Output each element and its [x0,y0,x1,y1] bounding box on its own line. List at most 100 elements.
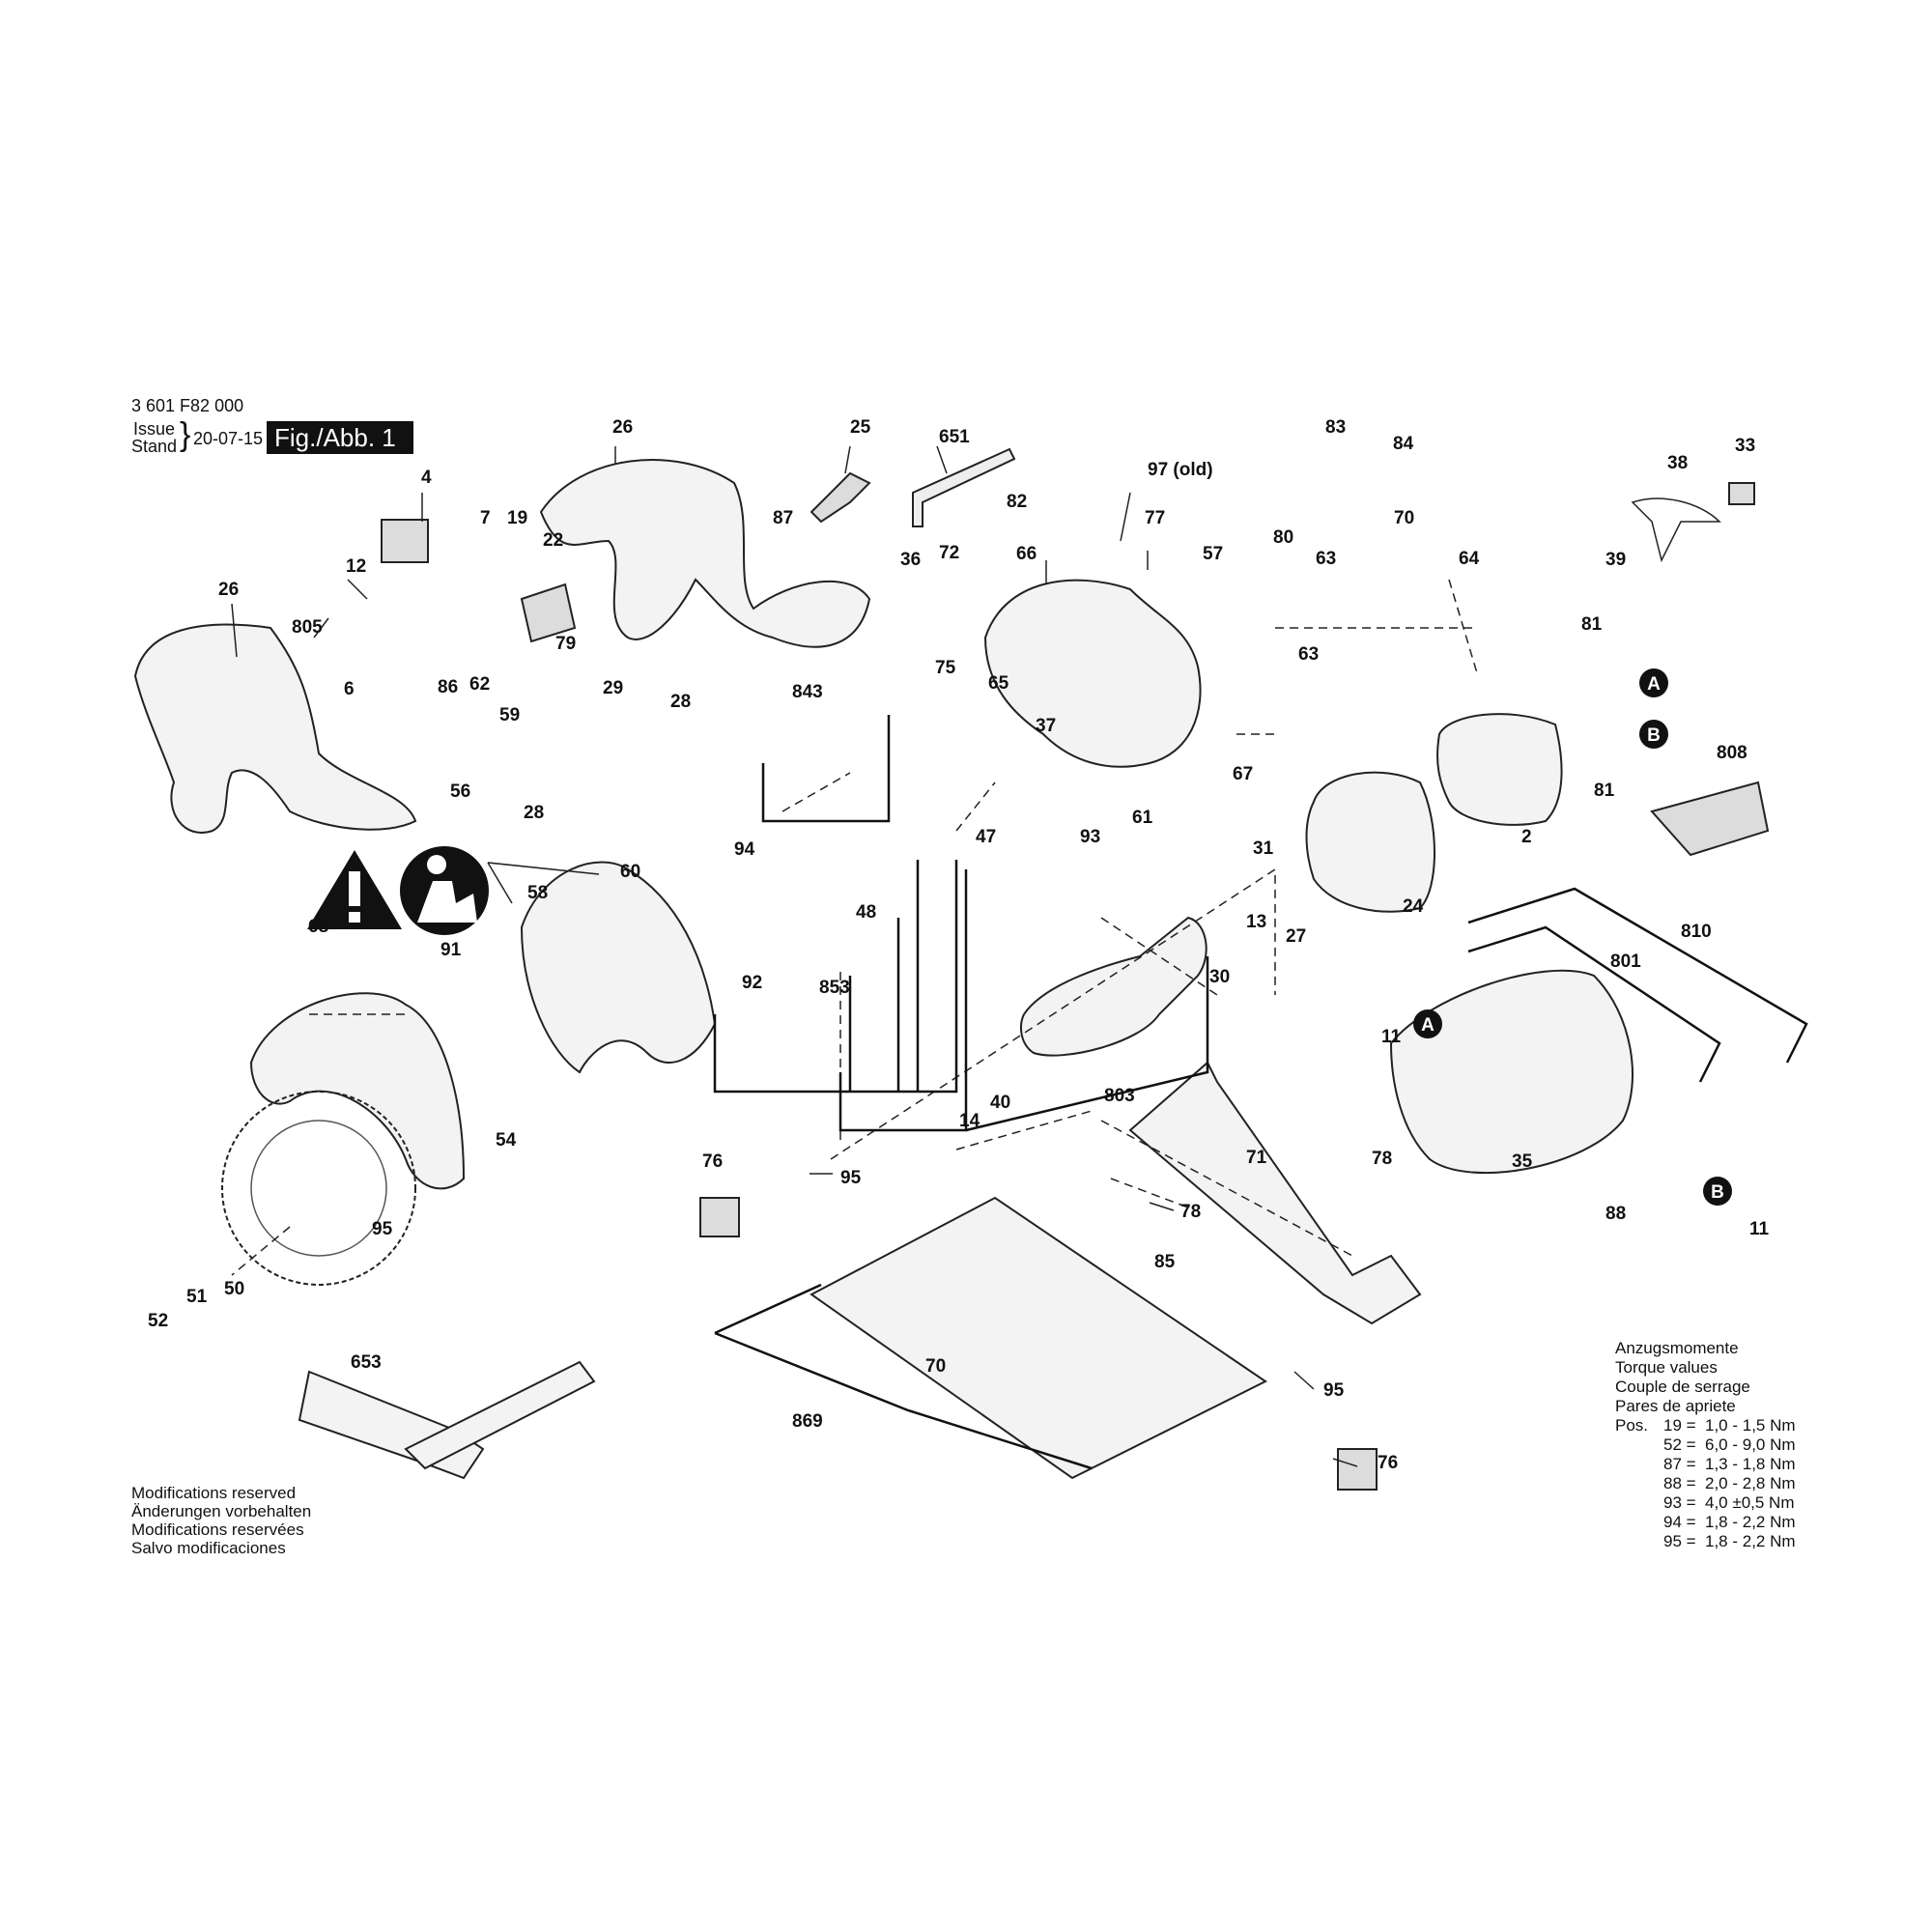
callout-label: 94 [734,839,755,860]
callout-label: 31 [1253,838,1274,859]
pad-shape [520,582,577,643]
callout-label: 47 [976,827,996,847]
torque-title: Couple de serrage [1615,1378,1750,1396]
group-brackets [713,715,1808,1470]
read-manual-icon [400,846,489,935]
torque-row: 19 = 1,0 - 1,5 Nm [1663,1416,1796,1435]
callout-label: 65 [988,673,1009,694]
torque-row: 93 = 4,0 ±0,5 Nm [1663,1493,1795,1512]
callout-label: 810 [1681,922,1712,942]
callout-label: 14 [959,1111,980,1131]
callout-label: 51 [186,1287,208,1307]
block-76-right-shape [1337,1448,1378,1491]
torque-title: Pares de apriete [1615,1397,1736,1415]
modifications-line: Salvo modificaciones [131,1539,286,1557]
callout-label: 869 [792,1411,823,1432]
torque-row: 87 = 1,3 - 1,8 Nm [1663,1455,1796,1473]
callout-label: 33 [1735,436,1755,456]
callout-label: 56 [450,781,470,802]
torque-title: Torque values [1615,1358,1718,1377]
stand-label: Stand [131,437,178,456]
figure-badge: Fig./Abb. 1 [267,421,413,454]
callout-label: 36 [900,550,921,570]
callout-label: 61 [1132,808,1153,828]
callout-label: 853 [819,978,850,998]
callout-label: 70 [1394,508,1414,528]
callout-label: 97 (old) [1148,460,1213,480]
callout-label: 40 [990,1093,1010,1113]
callout-label: 50 [224,1279,244,1299]
callout-label: 6 [344,679,355,699]
connector-a-bottom-label: A [1421,1015,1435,1036]
callout-label: 77 [1145,508,1165,528]
callout-label: 2 [1521,827,1532,847]
leader-lines [231,445,1358,1467]
callout-label: 59 [499,705,520,725]
issue-brace: } [180,416,191,453]
callout-label: 70 [925,1356,946,1377]
callout-label: 13 [1246,912,1266,932]
handle-left-shape [133,623,417,834]
modifications-line: Änderungen vorbehalten [131,1502,312,1520]
guide-ruler-shape [404,1360,596,1470]
callout-label: 66 [1016,544,1037,564]
torque-title: Anzugsmomente [1615,1339,1739,1357]
callout-label: 57 [1203,544,1223,564]
callout-label: 67 [1233,764,1253,784]
callout-label: 95 [372,1219,393,1239]
callout-label: 83 [1325,417,1346,438]
callout-label: 60 [620,862,640,882]
callout-label: 28 [524,803,544,823]
part-shapes [133,447,1770,1491]
callout-label: 808 [1717,743,1747,763]
lower-guard-shape [520,861,717,1074]
callout-label: 76 [702,1151,723,1172]
connector-a-top [1639,668,1668,697]
warning-triangle-icon [307,850,402,929]
callout-label: 7 [480,508,491,528]
connector-b-top [1639,720,1668,749]
part-number: 3 601 F82 000 [131,396,244,415]
issue-date: 20-07-15 [193,429,264,448]
blade-guard-shape [249,992,466,1190]
callout-label: 72 [939,543,959,563]
torque-row: 94 = 1,8 - 2,2 Nm [1663,1513,1796,1531]
armature-shape [1020,916,1208,1057]
callout-labels: 4 26 25 651 97 (old) 83 84 33 38 7 19 22… [148,417,1770,1473]
callout-label: 75 [935,658,956,678]
base-plate-shape [810,1196,1267,1480]
callout-label: 29 [603,678,623,698]
riving-arm-shape [1128,1061,1422,1325]
gear-housing-shape [983,579,1202,768]
callout-label: 84 [1393,434,1414,454]
callout-label: 85 [1154,1252,1176,1272]
callout-label: 35 [1512,1151,1533,1172]
handle-top-shape [539,459,871,648]
issue-label: Issue [133,419,176,439]
block-76-left-shape [699,1197,740,1237]
torque-row: 95 = 1,8 - 2,2 Nm [1663,1532,1796,1550]
saw-blade-inner-shape [250,1120,387,1257]
callout-label: 26 [612,417,633,438]
callout-label: 25 [850,417,871,438]
callout-label: 28 [670,692,691,712]
saw-blade-shape [221,1091,416,1286]
connector-b-bottom-label: B [1711,1182,1724,1203]
callout-label: 80 [1273,527,1293,548]
callout-label: 4 [421,468,432,488]
torque-row: 88 = 2,0 - 2,8 Nm [1663,1474,1796,1492]
lever-38-shape [1631,497,1721,563]
callout-label: 39 [1605,550,1626,570]
callout-label: 27 [1286,926,1306,947]
callout-label: 26 [218,580,239,600]
callout-label: 651 [939,427,970,447]
callout-label: 79 [555,634,576,654]
connector-b-top-label: B [1647,725,1661,746]
callout-label: 88 [1605,1204,1626,1224]
hex-key-shape [912,447,1016,527]
callout-label: 52 [148,1311,168,1331]
modifications-note: Modifications reserved Änderungen vorbeh… [131,1484,311,1557]
callout-label: 19 [507,508,527,528]
callout-label: 63 [1298,644,1319,665]
torque-pos-label: Pos. [1615,1416,1649,1435]
